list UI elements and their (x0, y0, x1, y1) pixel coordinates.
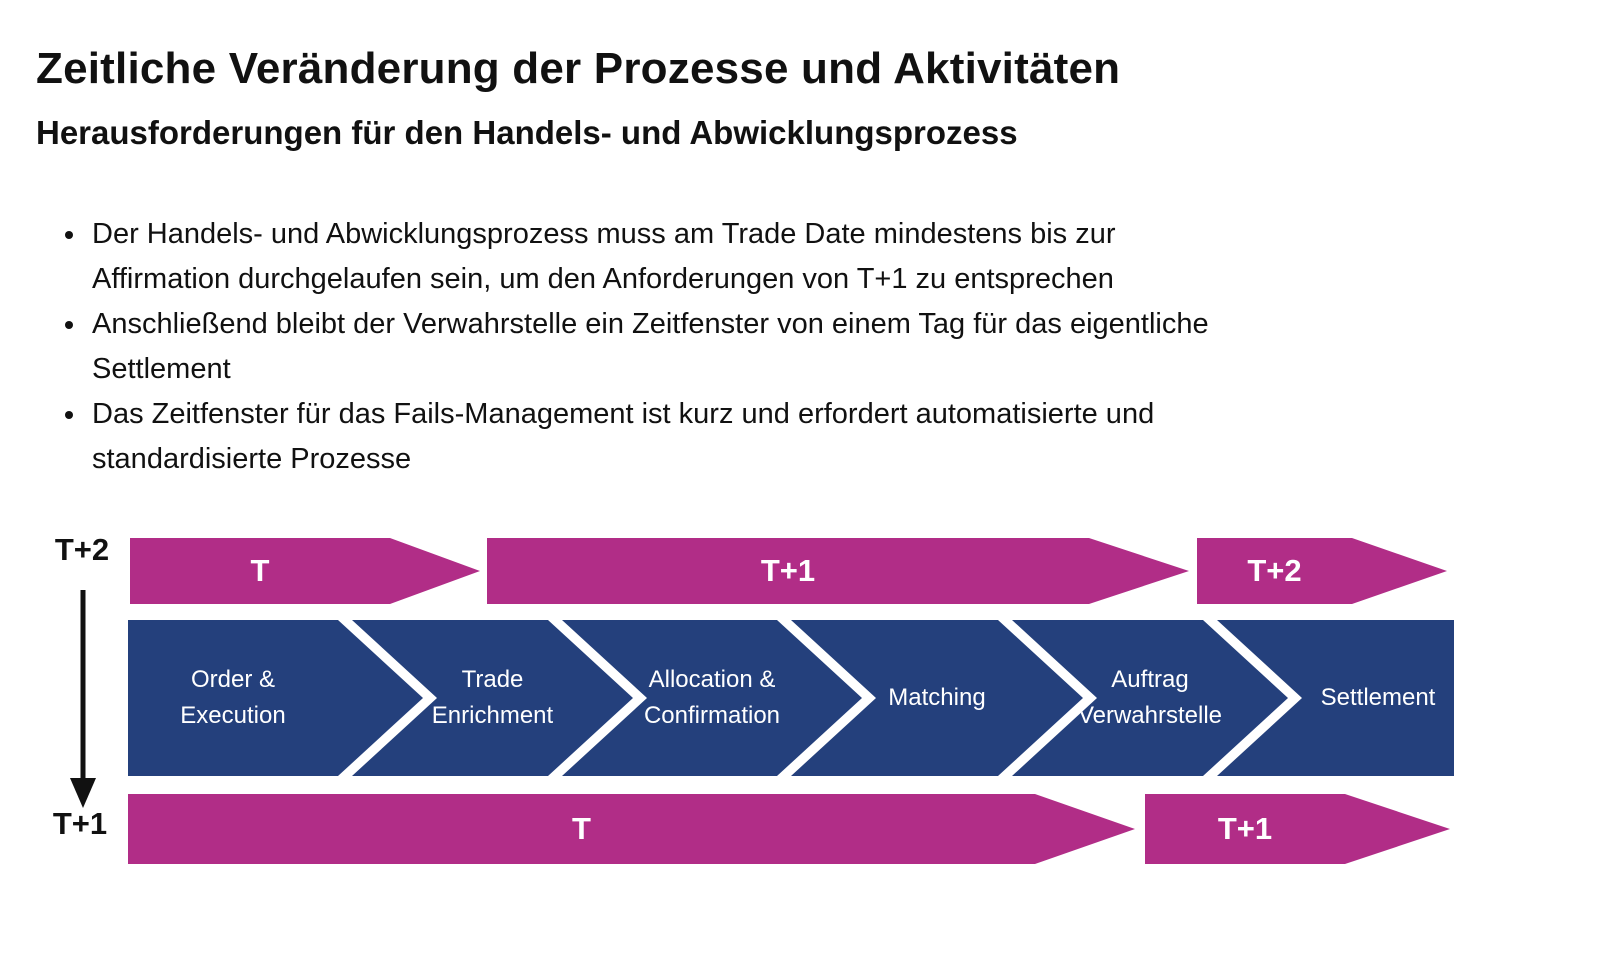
step-label: Settlement (1320, 684, 1436, 711)
arrow-label: T (572, 811, 591, 846)
arrow-label: T+1 (760, 553, 816, 588)
bullet-item: Anschließend bleibt der Verwahrstelle ei… (65, 302, 1452, 392)
step-label: Trade Enrichment (431, 666, 554, 729)
page-subtitle: Herausforderungen für den Handels- und A… (36, 114, 1018, 151)
step-label: Allocation & Confirmation (643, 666, 781, 729)
bullet-text: Der Handels- und Abwicklungsprozess muss… (92, 218, 1116, 295)
arrow-label: T+1 (1217, 811, 1273, 846)
before-arrow-t-plus-1: T+1 (487, 538, 1189, 604)
before-arrow-t-plus-2: T+2 (1197, 538, 1447, 604)
bullet-text: Anschließend bleibt der Verwahrstelle ei… (92, 308, 1209, 385)
arrow-label: T (250, 553, 270, 588)
after-arrow-t: T (128, 794, 1135, 864)
down-arrow-icon (70, 590, 96, 808)
bullet-text: Das Zeitfenster für das Fails-Management… (92, 398, 1155, 475)
axis-label-t-plus-1: T+1 (52, 806, 108, 841)
page-title: Zeitliche Veränderung der Prozesse und A… (36, 44, 1121, 93)
before-arrow-t: T (130, 538, 480, 604)
bullet-item: Der Handels- und Abwicklungsprozess muss… (65, 212, 1452, 302)
bullet-list: Der Handels- und Abwicklungsprozess muss… (65, 212, 1452, 482)
step-label: Auftrag Verwahrstelle (1077, 666, 1223, 729)
axis-label-t-plus-2: T+2 (54, 532, 110, 567)
bullet-item: Das Zeitfenster für das Fails-Management… (65, 392, 1452, 482)
step-label: Matching (888, 684, 986, 711)
step-label: Order & Execution (180, 666, 286, 729)
arrow-label: T+2 (1247, 553, 1302, 588)
after-arrow-t-plus-1: T+1 (1145, 794, 1450, 864)
